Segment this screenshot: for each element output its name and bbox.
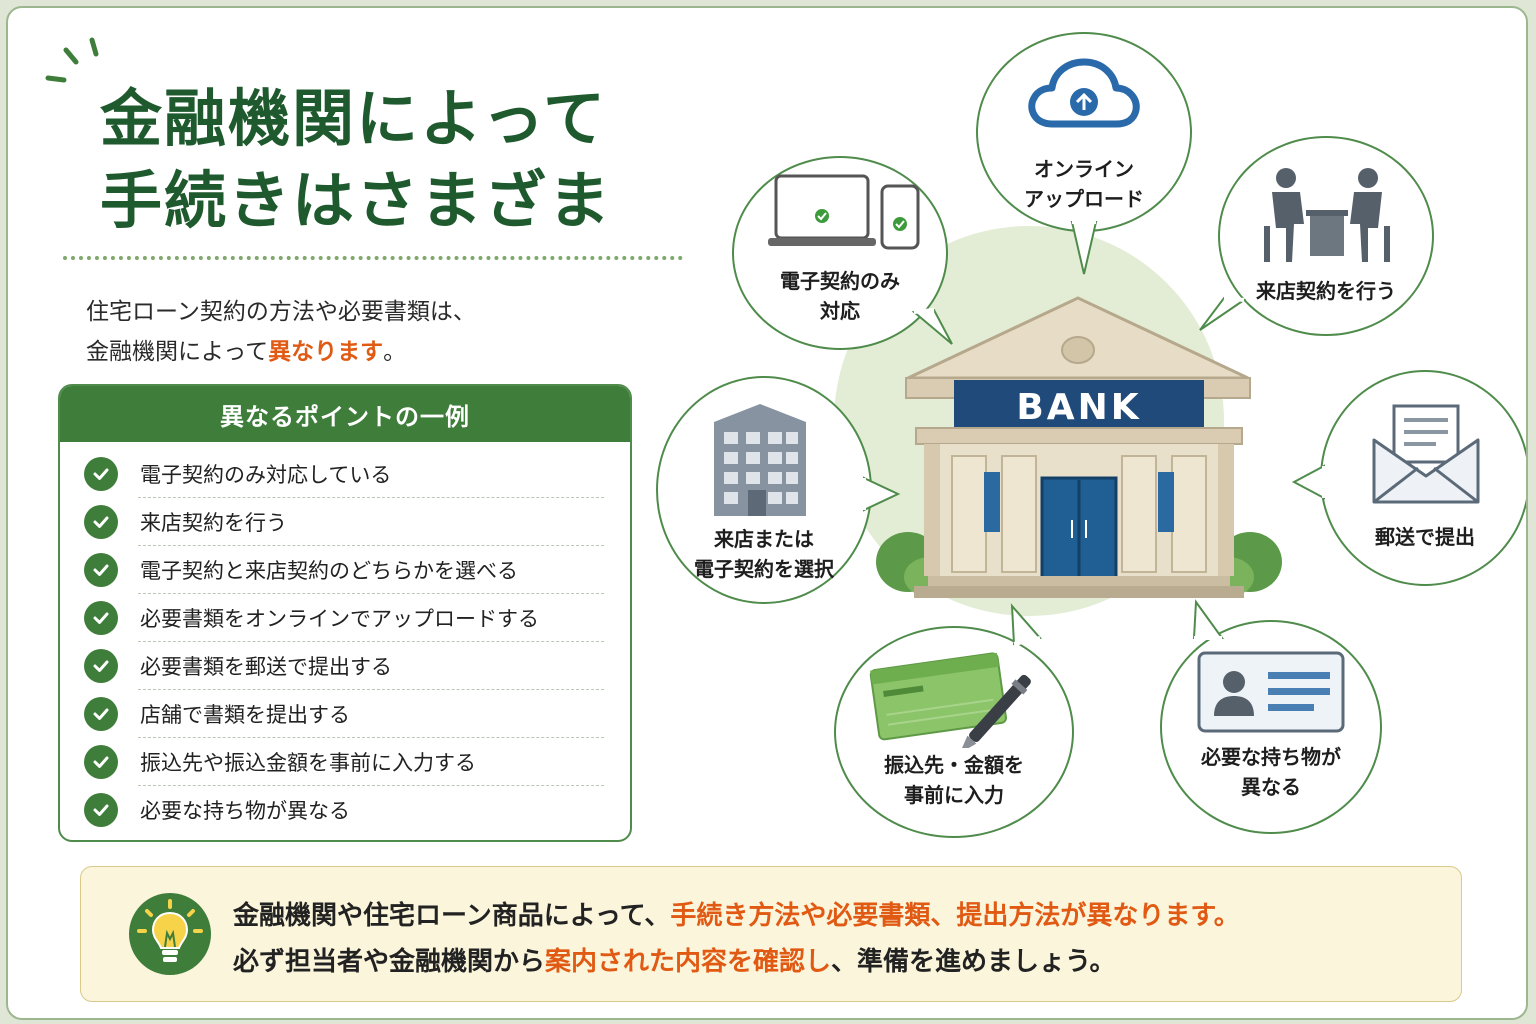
- bank-building-icon: BANK: [876, 296, 1282, 598]
- list-item-label: 振込先や振込金額を事前に入力する: [140, 751, 476, 775]
- title-line-1: 金融機関によって: [100, 82, 608, 155]
- note-line-2-prefix: 必ず担当者や金融機関から: [233, 947, 546, 977]
- bank-sign: BANK: [1016, 387, 1141, 428]
- check-icon: [84, 553, 118, 587]
- bubble-label: 必要な持ち物が 異なる: [1162, 742, 1380, 802]
- check-icon: [84, 601, 118, 635]
- note-text: 金融機関や住宅ローン商品によって、手続き方法や必要書類、提出方法が異なります。 …: [233, 893, 1240, 985]
- bubble-visit-contract: 来店契約を行う: [1218, 136, 1434, 336]
- id-card-icon: [1197, 651, 1345, 733]
- note-box: 金融機関や住宅ローン商品によって、手続き方法や必要書類、提出方法が異なります。 …: [80, 866, 1462, 1002]
- bubble-label-line-1: 振込先・金額を: [884, 753, 1024, 777]
- note-line-1-prefix: 金融機関や住宅ローン商品によって、: [233, 901, 671, 931]
- bubble-label: 来店契約を行う: [1220, 276, 1432, 306]
- infographic-frame: 金融機関によって 手続きはさまざま 住宅ローン契約の方法や必要書類は、 金融機関…: [6, 6, 1528, 1020]
- bubble-label: 来店または 電子契約を選択: [658, 524, 870, 584]
- check-icon: [84, 505, 118, 539]
- devices-check-icon: [768, 174, 920, 250]
- bubble-label: 電子契約のみ 対応: [734, 266, 946, 326]
- row-divider: [138, 641, 604, 642]
- points-heading: 異なるポイントの一例: [60, 386, 630, 442]
- list-item-label: 必要書類を郵送で提出する: [140, 655, 392, 679]
- row-divider: [138, 785, 604, 786]
- bubble-label-line-2: 事前に入力: [904, 783, 1004, 807]
- list-item: 必要書類をオンラインでアップロードする: [84, 594, 604, 642]
- intro-line-2-suffix: 。: [383, 339, 407, 365]
- row-divider: [138, 593, 604, 594]
- bubble-mail-submit: 郵送で提出: [1320, 370, 1526, 586]
- note-line-2-highlight: 案内された内容を確認し: [545, 947, 832, 977]
- bubble-label-line-1: 来店または: [714, 527, 814, 551]
- bubble-online-upload: オンライン アップロード: [976, 32, 1192, 232]
- title-line-2: 手続きはさまざま: [100, 164, 613, 237]
- intro-text: 住宅ローン契約の方法や必要書類は、 金融機関によって異なります。: [86, 292, 686, 372]
- check-icon: [84, 697, 118, 731]
- row-divider: [138, 545, 604, 546]
- list-item: 電子契約と来店契約のどちらかを選べる: [84, 546, 604, 594]
- row-divider: [138, 737, 604, 738]
- note-line-1-highlight: 手続き方法や必要書類、提出方法が異なります。: [670, 901, 1240, 931]
- bubble-tail: [1070, 220, 1098, 275]
- bubble-tail: [1192, 599, 1224, 640]
- bubble-label-line-1: オンライン: [1034, 157, 1134, 181]
- bubble-tail: [1010, 603, 1042, 646]
- envelope-icon: [1372, 404, 1480, 504]
- check-icon: [84, 745, 118, 779]
- intro-line-2-prefix: 金融機関によって: [86, 339, 269, 365]
- list-item-label: 店舗で書類を提出する: [140, 703, 350, 727]
- bubble-label-line-2: アップロード: [1024, 187, 1144, 211]
- list-item: 店舗で書類を提出する: [84, 690, 604, 738]
- bubble-label-line-1: 電子契約のみ: [780, 269, 900, 293]
- list-item: 来店契約を行う: [84, 498, 604, 546]
- bubble-transfer-input: 振込先・金額を 事前に入力: [834, 626, 1074, 838]
- bubble-electronic-contract: 電子契約のみ 対応: [732, 156, 948, 350]
- list-item-label: 来店契約を行う: [140, 511, 287, 535]
- list-item-label: 必要な持ち物が異なる: [140, 799, 350, 823]
- bubble-tail: [1291, 464, 1326, 500]
- bubble-label-line-1: 来店契約を行う: [1256, 279, 1396, 303]
- list-item-label: 電子契約と来店契約のどちらかを選べる: [140, 559, 518, 583]
- note-line-2: 必ず担当者や金融機関から案内された内容を確認し、準備を進めましょう。: [233, 939, 1240, 985]
- meeting-icon: [1264, 168, 1390, 262]
- bubble-label: オンライン アップロード: [978, 154, 1190, 214]
- points-panel: 異なるポイントの一例 電子契約のみ対応している 来店契約を行う 電子契約と来店契…: [58, 384, 632, 842]
- lightbulb-icon: [129, 893, 211, 975]
- page-title: 金融機関によって 手続きはさまざま: [100, 78, 700, 242]
- list-item: 必要書類を郵送で提出する: [84, 642, 604, 690]
- bubble-label: 振込先・金額を 事前に入力: [836, 750, 1072, 810]
- list-item: 必要な持ち物が異なる: [84, 786, 604, 834]
- note-line-2-suffix: 、準備を進めましょう。: [831, 947, 1116, 977]
- list-item: 電子契約のみ対応している: [84, 450, 604, 498]
- bubble-choose-contract: 来店または 電子契約を選択: [656, 376, 872, 604]
- bubble-label: 郵送で提出: [1322, 522, 1526, 552]
- intro-line-2: 金融機関によって異なります。: [86, 332, 686, 372]
- bubble-required-items: 必要な持ち物が 異なる: [1160, 620, 1382, 834]
- bubble-tail: [1199, 296, 1246, 331]
- row-divider: [138, 689, 604, 690]
- intro-highlight: 異なります: [268, 339, 384, 365]
- intro-line-1: 住宅ローン契約の方法や必要書類は、: [86, 299, 476, 325]
- accent-lines-icon: [45, 37, 99, 83]
- check-icon: [84, 457, 118, 491]
- building-icon: [714, 404, 806, 516]
- cloud-upload-icon: [1028, 58, 1140, 128]
- bubble-tail: [912, 308, 953, 345]
- bubble-label-line-2: 電子契約を選択: [694, 557, 834, 581]
- list-item-label: 電子契約のみ対応している: [140, 463, 392, 487]
- bankbook-pen-icon: [869, 652, 1031, 748]
- bubble-tail: [862, 476, 901, 512]
- note-line-1: 金融機関や住宅ローン商品によって、手続き方法や必要書類、提出方法が異なります。: [233, 893, 1240, 939]
- bubble-label-line-1: 郵送で提出: [1375, 525, 1475, 549]
- dotted-divider: [63, 256, 683, 260]
- list-item-label: 必要書類をオンラインでアップロードする: [140, 607, 539, 631]
- row-divider: [138, 497, 604, 498]
- check-icon: [84, 649, 118, 683]
- list-item: 振込先や振込金額を事前に入力する: [84, 738, 604, 786]
- bubble-label-line-2: 対応: [820, 299, 860, 323]
- bubble-label-line-2: 異なる: [1241, 775, 1301, 799]
- bubble-label-line-1: 必要な持ち物が: [1201, 745, 1341, 769]
- check-icon: [84, 793, 118, 827]
